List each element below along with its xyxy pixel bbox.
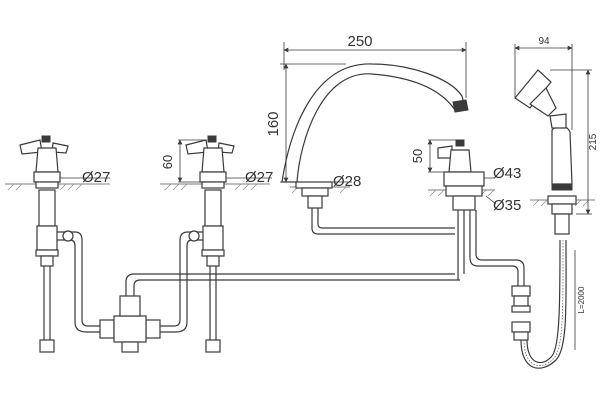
middle-valve (160, 135, 235, 353)
diameter-mid-valve: Ø27 (245, 169, 273, 186)
dimension-lines (60, 42, 592, 350)
dim-shower-height: 215 (588, 133, 599, 150)
diverter-valve (437, 139, 525, 286)
hand-shower (514, 69, 577, 235)
hose-fittings (511, 285, 531, 341)
bath-spout (281, 63, 469, 235)
diameter-diverter: Ø43 (493, 165, 521, 182)
dim-spout-height: 160 (265, 111, 282, 136)
diameter-shower-base: Ø35 (493, 197, 521, 214)
dim-spout-width: 250 (347, 33, 372, 50)
mixing-tee (99, 273, 460, 353)
shower-hose (520, 239, 567, 369)
dim-hose-length: L=2000 (577, 286, 586, 313)
dim-shower-width: 94 (538, 36, 550, 47)
dim-handle-height-right: 50 (410, 149, 425, 163)
diameter-left-valve: Ø27 (82, 169, 110, 186)
left-valve (19, 135, 100, 353)
dim-handle-height-left: 60 (160, 155, 175, 169)
diameter-spout: Ø28 (333, 173, 361, 190)
